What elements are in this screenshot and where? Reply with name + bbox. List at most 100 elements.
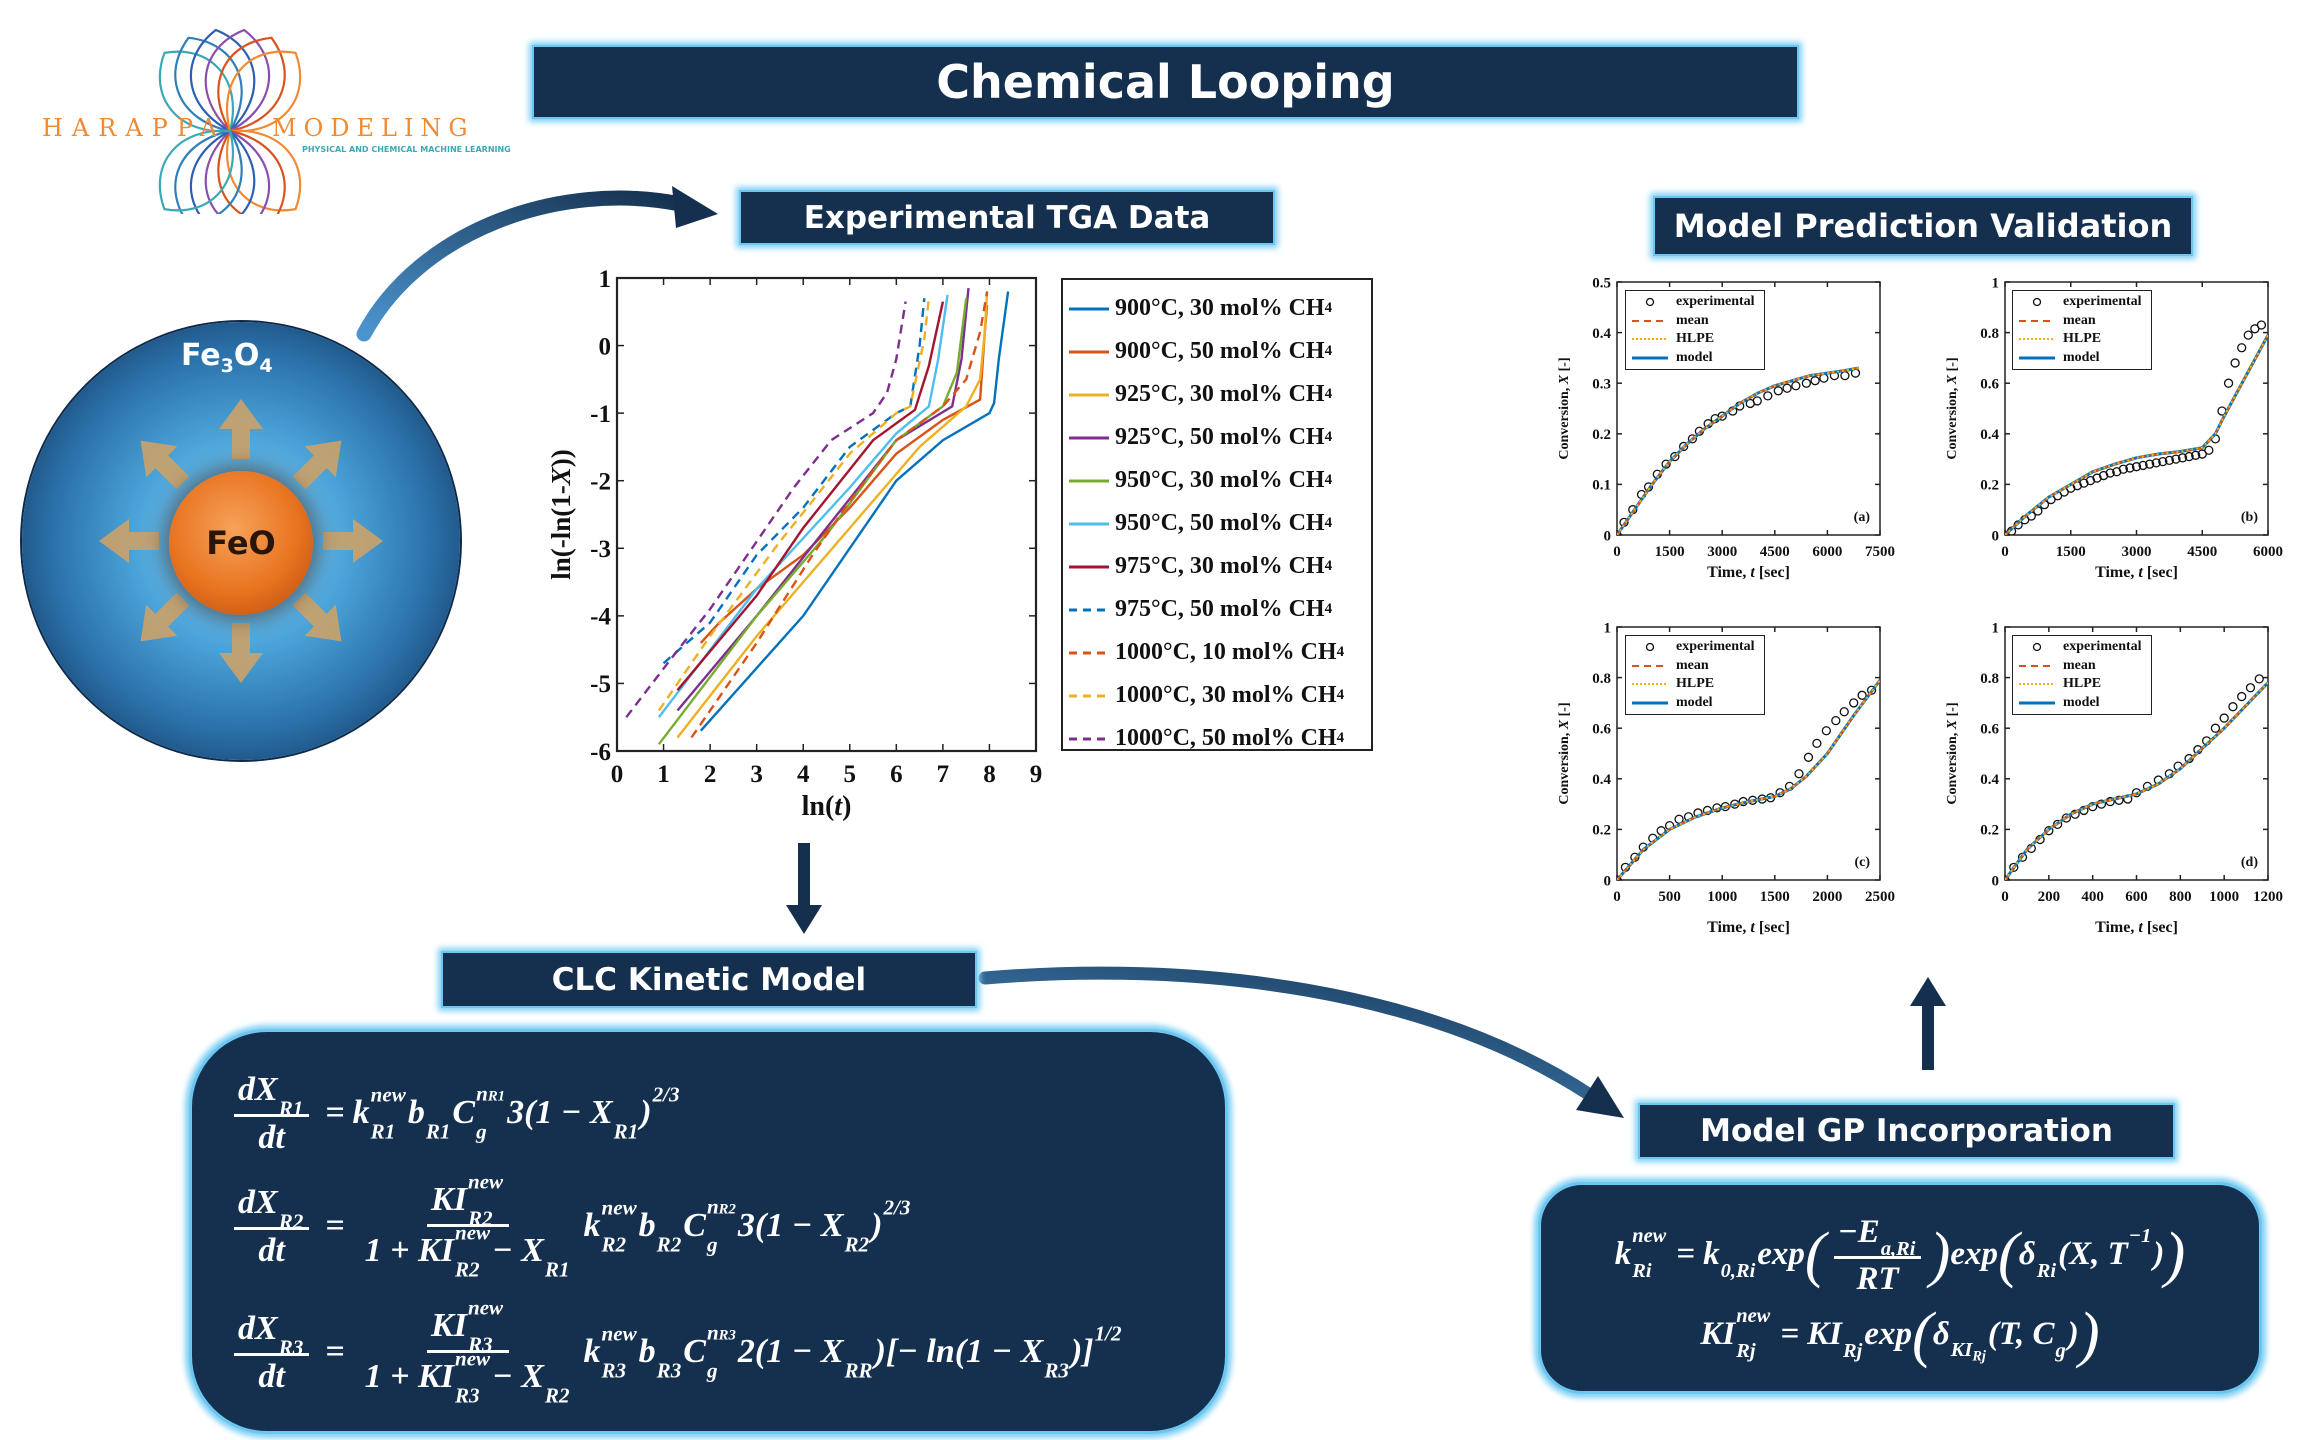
experimental-point bbox=[2171, 454, 2181, 464]
x-axis-label-part: Time, bbox=[2095, 919, 2138, 936]
math-base: exp bbox=[1864, 1315, 1912, 1352]
logo-petal-outline bbox=[225, 50, 302, 133]
superscript: new bbox=[602, 1322, 637, 1344]
logo-petal-outline bbox=[189, 28, 256, 133]
legend-swatch bbox=[2032, 298, 2042, 307]
series-line-10 bbox=[657, 298, 931, 712]
math-base: C bbox=[452, 1093, 476, 1131]
y-axis-label-part: X bbox=[1557, 719, 1572, 730]
subscript-text: g bbox=[706, 1358, 718, 1383]
experimental-point bbox=[1821, 726, 1831, 736]
math-base: b bbox=[638, 1332, 656, 1370]
x-tick-label: 4 bbox=[797, 761, 810, 788]
x-axis-label-part: Time, bbox=[1707, 919, 1750, 936]
subscript-text: a,Ri bbox=[1880, 1238, 1916, 1261]
y-tick-label: 0 bbox=[1604, 528, 1612, 544]
fe3o4-o: O bbox=[233, 338, 260, 373]
math-token: b R2 bbox=[639, 1204, 684, 1255]
math-base: dX bbox=[238, 1310, 278, 1348]
model-line bbox=[2005, 681, 2268, 880]
legend-swatch bbox=[2019, 319, 2055, 322]
experimental-point bbox=[1717, 411, 1727, 421]
math-scripts: R2 bbox=[845, 1204, 870, 1255]
math-token: −E a,Ri bbox=[1838, 1211, 1918, 1260]
section-gp: Model GP Incorporation bbox=[1638, 1103, 2175, 1159]
math-scripts: R1 bbox=[279, 1068, 304, 1119]
math-base: ) bbox=[2164, 1219, 2186, 1290]
experimental-point bbox=[1782, 383, 1792, 393]
subscript: R2 bbox=[657, 1233, 682, 1255]
math-token: k 0,Ri bbox=[1703, 1233, 1757, 1282]
series-line-11 bbox=[625, 301, 907, 718]
math-token: ( bbox=[1998, 1223, 2019, 1286]
math-token: = bbox=[325, 1094, 344, 1132]
math-token: b R3 bbox=[638, 1330, 684, 1381]
y-axis-label-part: ln(-ln(1- bbox=[546, 485, 576, 580]
arrow-tga-to-kinetic bbox=[798, 843, 810, 908]
denominator: dt bbox=[254, 1230, 288, 1270]
math-base: ) bbox=[871, 1206, 883, 1244]
y-tick-label: 0.2 bbox=[1592, 427, 1611, 443]
math-scripts: 1/2 bbox=[1095, 1322, 1122, 1374]
x-tick-label: 7 bbox=[937, 761, 950, 788]
superscript: new bbox=[455, 1222, 490, 1244]
experimental-point bbox=[1857, 690, 1867, 700]
subscript-text: R2 bbox=[454, 1257, 480, 1282]
subscript: R1 bbox=[614, 1120, 639, 1142]
x-axis-label: Time, t [sec] bbox=[1707, 564, 1790, 581]
superscript bbox=[845, 1196, 870, 1218]
subscript: R2 bbox=[602, 1233, 637, 1255]
superscript: new bbox=[468, 1171, 503, 1193]
fe3o4-sub4: 4 bbox=[259, 355, 273, 377]
legend-label: 925°C, 30 mol% CH bbox=[1115, 381, 1325, 407]
subscript-text: R3 bbox=[278, 1335, 304, 1360]
y-tick-label: 0.6 bbox=[1980, 721, 1999, 737]
subscript-text: R3 bbox=[454, 1383, 480, 1408]
series-group bbox=[2005, 320, 2268, 535]
section-kinetic-text: CLC Kinetic Model bbox=[551, 961, 867, 998]
arrow-head-icon bbox=[1910, 977, 1946, 1006]
fe3o4-fe: Fe bbox=[181, 338, 221, 373]
x-tick-label: 6000 bbox=[2253, 544, 2283, 560]
legend-label-sub: 4 bbox=[1336, 730, 1345, 746]
math-base: 2(1 − X bbox=[737, 1332, 844, 1370]
x-tick-label: 7500 bbox=[1865, 544, 1895, 560]
superscript bbox=[845, 1322, 873, 1344]
arrow-shape bbox=[219, 399, 263, 459]
subscript: Ri bbox=[2037, 1261, 2056, 1283]
legend-entry: mean bbox=[1626, 312, 1764, 331]
subscript-text: R2 bbox=[844, 1232, 870, 1257]
numerator: dX R2 bbox=[234, 1181, 310, 1233]
subscript-text: R2 bbox=[278, 1209, 304, 1234]
subscript-text: R2 bbox=[601, 1232, 627, 1257]
subscript-text: R1 bbox=[425, 1119, 451, 1144]
superscript bbox=[1951, 1304, 1986, 1325]
denominator: dt bbox=[254, 1117, 288, 1157]
experimental-point bbox=[1831, 715, 1841, 726]
x-tick-label: 1200 bbox=[2253, 889, 2283, 905]
y-tick-label: -6 bbox=[590, 739, 611, 766]
arrow-shape bbox=[292, 440, 342, 490]
math-base: ( bbox=[1998, 1219, 2019, 1290]
subscript-text: R3 bbox=[656, 1358, 682, 1383]
page-title-text: Chemical Looping bbox=[936, 55, 1395, 109]
legend-entry: mean bbox=[2013, 657, 2151, 676]
math-token: dt bbox=[258, 1119, 284, 1157]
subscript-text: R3 bbox=[601, 1358, 627, 1383]
panel-label: (c) bbox=[1854, 855, 1870, 870]
legend-label-sub: 4 bbox=[1324, 558, 1333, 574]
legend-line-swatch bbox=[1069, 694, 1109, 697]
superscript bbox=[1843, 1306, 1862, 1327]
y-tick-label: 0.1 bbox=[1592, 478, 1611, 494]
superscript bbox=[614, 1083, 639, 1105]
